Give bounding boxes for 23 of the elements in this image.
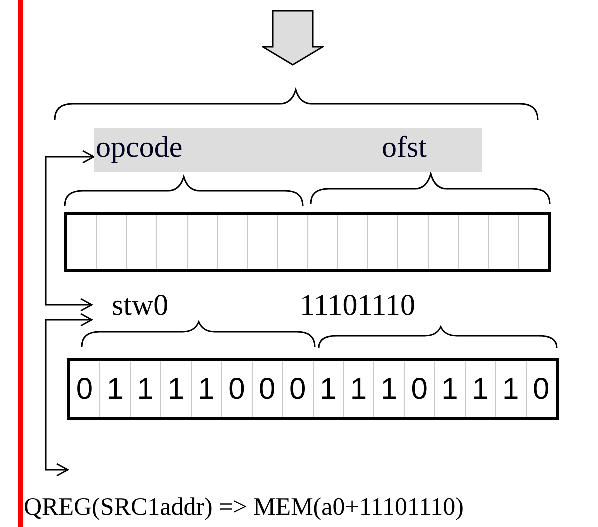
connector-arrow	[45, 313, 93, 477]
operation-text: QREG(SRC1addr) => MEM(a0+11101110)	[24, 493, 464, 523]
bit-cell-text: 0	[532, 372, 551, 408]
bit-cell: 1	[435, 361, 466, 417]
bit-cell: 1	[314, 361, 344, 417]
bit-cell: 0	[70, 361, 100, 417]
bit-cell: 0	[252, 361, 284, 417]
bit-cell: 0	[404, 361, 436, 417]
bit-cell: 1	[374, 361, 405, 417]
field-label: ofst	[382, 130, 427, 166]
binary-value-label: 11101110	[300, 288, 416, 324]
bit-cell: 1	[100, 361, 131, 417]
bit-cell: 1	[130, 361, 162, 417]
bit-cell: 0	[283, 361, 314, 417]
bit-cell: 1	[344, 361, 374, 417]
connector-arrow	[45, 150, 95, 312]
bit-cell: 1	[192, 361, 222, 417]
field-label: stw0	[112, 288, 169, 324]
bit-cell: 1	[466, 361, 496, 417]
bit-cell: 1	[496, 361, 527, 417]
bit-cell: 0	[222, 361, 253, 417]
bit-cell: 1	[161, 361, 192, 417]
field-label: opcode	[96, 130, 183, 166]
